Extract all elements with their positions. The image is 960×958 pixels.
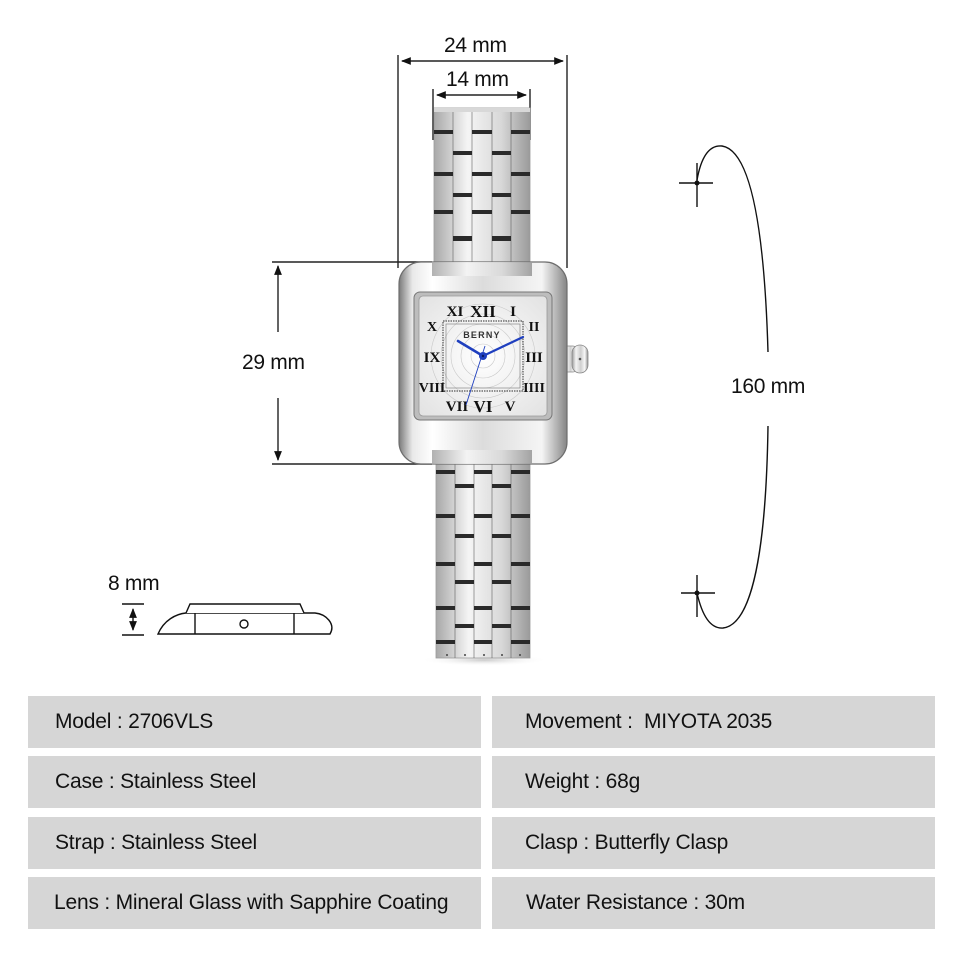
spec-lens: Lens : Mineral Glass with Sapphire Coati… [28, 877, 481, 929]
thickness-dimension [122, 603, 144, 636]
watch-illustration: XII I II III IIII V VI VII VIII IX X XI … [122, 55, 769, 666]
spec-text: Case : Stainless Steel [55, 770, 257, 793]
spec-text: Strap : Stainless Steel [55, 831, 258, 854]
spec-text: Model : 2706VLS [55, 710, 214, 733]
strap-length-dimension [696, 145, 769, 629]
dial-brand-logo: BERNY [463, 330, 501, 340]
spec-water-resistance: Water Resistance : 30m [492, 877, 935, 929]
thickness-label: 8 mm [108, 572, 160, 595]
spec-clasp: Clasp : Butterfly Clasp [492, 817, 935, 869]
spec-case: Case : Stainless Steel [28, 756, 481, 808]
svg-text:XII: XII [470, 302, 496, 321]
svg-text:II: II [529, 320, 540, 335]
spec-model: Model : 2706VLS [28, 696, 481, 748]
svg-text:IIII: IIII [523, 381, 545, 396]
svg-text:V: V [505, 399, 516, 415]
spec-weight: Weight : 68g [492, 756, 935, 808]
svg-text:IX: IX [424, 350, 441, 366]
spec-text: Water Resistance : 30m [526, 891, 745, 914]
svg-text:VIII: VIII [419, 381, 445, 396]
dial-numerals: XII I II III IIII V VI VII VIII IX X XI [419, 302, 545, 416]
svg-text:X: X [427, 320, 437, 335]
lower-bracelet [420, 439, 548, 666]
spec-movement: Movement : MIYOTA 2035 [492, 696, 935, 748]
crosshair-icon [679, 163, 713, 207]
svg-text:VI: VI [474, 397, 493, 416]
spec-strap: Strap : Stainless Steel [28, 817, 481, 869]
case-height-dimension [272, 261, 432, 465]
upper-bracelet [433, 107, 531, 271]
case-width-label: 24 mm [444, 34, 507, 57]
case-side-profile [156, 603, 333, 635]
strap-width-label: 14 mm [446, 68, 509, 91]
svg-text:XI: XI [447, 304, 464, 320]
spec-text: Clasp : Butterfly Clasp [525, 831, 729, 854]
watch-hands [456, 335, 525, 406]
svg-text:III: III [525, 350, 543, 366]
strap-length-label: 160 mm [731, 375, 806, 398]
crosshair-icon [681, 575, 715, 617]
svg-text:I: I [510, 304, 516, 320]
spec-text: Movement : MIYOTA 2035 [525, 710, 773, 733]
svg-text:VII: VII [446, 399, 469, 415]
spec-text: Weight : 68g [525, 770, 641, 793]
case-height-label: 29 mm [242, 351, 305, 374]
spec-text: Lens : Mineral Glass with Sapphire Coati… [54, 891, 449, 914]
